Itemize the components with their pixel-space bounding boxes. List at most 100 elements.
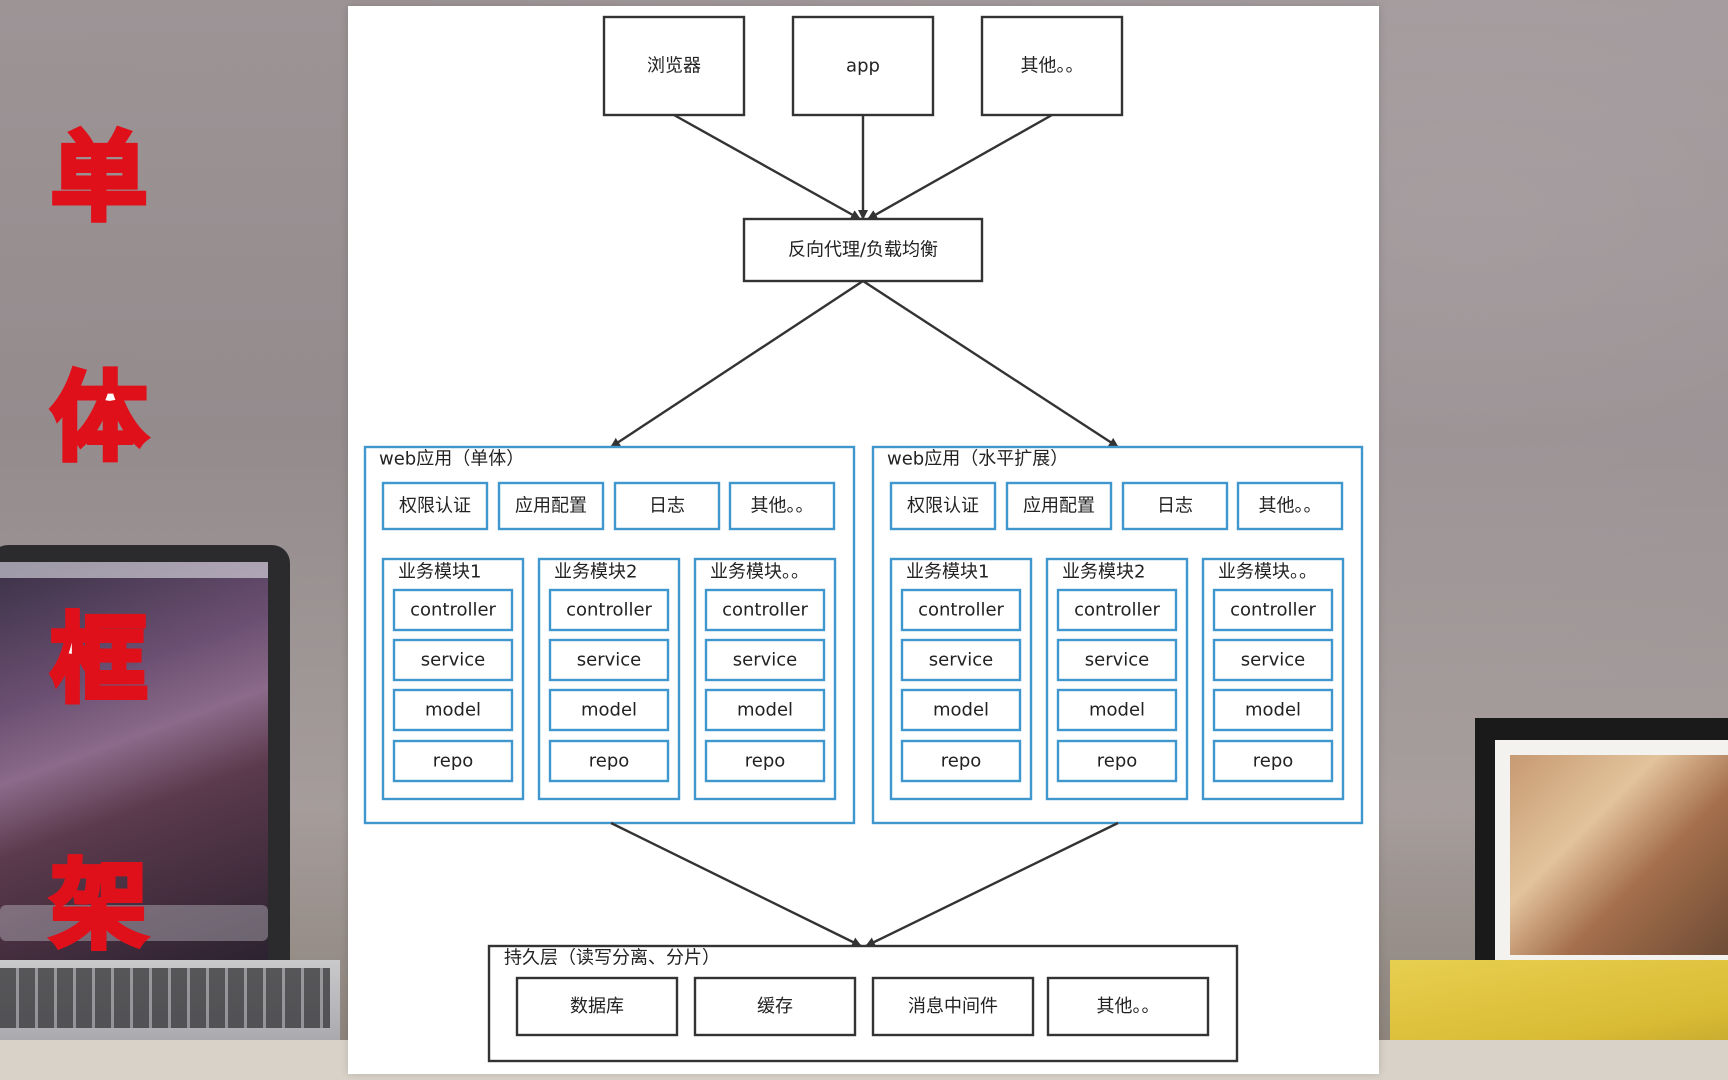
title-char-2: 体 — [49, 361, 150, 474]
web-app-2-module-2-controller — [1056, 588, 1178, 632]
client-box-2 — [791, 15, 935, 117]
web-app-1-module-3 — [693, 557, 837, 801]
arrow-proxy-to-web-scaled — [862, 279, 1119, 449]
web-app-2-module-1-controller-label: controller — [918, 600, 1004, 621]
web-app-1-common-4 — [728, 481, 836, 531]
web-app-title-2: web应用（水平扩展） — [887, 449, 1068, 470]
persistence-item-1-label: 数据库 — [570, 996, 624, 1017]
web-app-2-module-1-service — [900, 638, 1022, 682]
web-app-2-common-4-label: 其他。。 — [1259, 496, 1322, 517]
arrow-web-monolith-to-persistence — [610, 821, 862, 948]
web-app-2-module-3-title: 业务模块。。 — [1218, 562, 1317, 583]
proxy-box-label: 反向代理/负载均衡 — [788, 240, 938, 261]
web-app-2-module-1-title: 业务模块1 — [906, 562, 989, 583]
web-app-1-common-2-label: 应用配置 — [515, 496, 587, 517]
web-app-2-common-1-label: 权限认证 — [907, 496, 979, 517]
web-app-2-common-2 — [1005, 481, 1113, 531]
web-app-1-module-2-controller-label: controller — [566, 600, 652, 621]
laptop-screen — [0, 562, 268, 962]
web-app-1-module-3-service-label: service — [733, 650, 797, 671]
web-app-1-module-3-model — [704, 688, 826, 732]
client-box-1 — [602, 15, 746, 117]
web-app-2-module-1-service-label: service — [929, 650, 993, 671]
persistence-title: 持久层（读写分离、分片） — [504, 948, 720, 969]
web-app-1-module-1-controller — [392, 588, 514, 632]
web-app-2-module-1-controller — [900, 588, 1022, 632]
web-app-2-module-3-controller — [1212, 588, 1334, 632]
web-app-2-module-3 — [1201, 557, 1345, 801]
web-app-1-module-2-repo — [548, 739, 670, 783]
arrow-web-scaled-to-persistence — [865, 821, 1119, 948]
web-app-2-common-2-label: 应用配置 — [1023, 496, 1095, 517]
web-app-1-module-1 — [381, 557, 525, 801]
client-box-1-label: 浏览器 — [647, 56, 701, 77]
title-char-4: 架 — [49, 849, 150, 962]
title-char-3: 框 — [49, 603, 150, 716]
web-app-1-common-4-label: 其他。。 — [751, 496, 814, 517]
persistence-item-2 — [693, 976, 857, 1037]
web-app-1-module-1-repo-label: repo — [433, 751, 474, 772]
web-app-1-module-3-repo — [704, 739, 826, 783]
persistence-item-4 — [1046, 976, 1210, 1037]
client-box-3 — [980, 15, 1124, 117]
web-app-2-module-2-controller-label: controller — [1074, 600, 1160, 621]
web-app-2-module-1-repo-label: repo — [941, 751, 982, 772]
web-app-2-module-2 — [1045, 557, 1189, 801]
web-app-2-module-2-service-label: service — [1085, 650, 1149, 671]
web-app-1-module-2-title: 业务模块2 — [554, 562, 637, 583]
persistence-container — [487, 944, 1239, 1063]
web-app-2-module-3-service — [1212, 638, 1334, 682]
web-app-2-module-2-service — [1056, 638, 1178, 682]
web-app-1-module-1-model — [392, 688, 514, 732]
web-app-1-module-3-controller — [704, 588, 826, 632]
web-app-1-module-3-title: 业务模块。。 — [710, 562, 809, 583]
web-app-1-module-1-repo — [392, 739, 514, 783]
web-app-1-module-3-controller-label: controller — [722, 600, 808, 621]
client-box-3-label: 其他。。 — [1021, 56, 1084, 77]
web-app-1-module-3-service — [704, 638, 826, 682]
proxy-box — [742, 217, 984, 283]
web-app-1-module-2 — [537, 557, 681, 801]
web-app-2-module-3-model — [1212, 688, 1334, 732]
web-app-container-1 — [363, 445, 856, 825]
web-app-1-module-2-controller — [548, 588, 670, 632]
web-app-1-module-2-model-label: model — [581, 700, 637, 721]
web-app-1-common-3 — [613, 481, 721, 531]
web-app-title-1: web应用（单体） — [379, 449, 524, 470]
web-app-1-common-3-label: 日志 — [649, 496, 685, 517]
web-app-2-module-2-repo-label: repo — [1097, 751, 1138, 772]
web-app-2-module-2-model — [1056, 688, 1178, 732]
client-box-2-label: app — [846, 56, 880, 77]
web-app-2-module-2-repo — [1056, 739, 1178, 783]
web-app-1-module-2-model — [548, 688, 670, 732]
arrow-other-to-proxy — [867, 113, 1053, 221]
web-app-2-module-1-model-label: model — [933, 700, 989, 721]
persistence-item-3-label: 消息中间件 — [908, 996, 998, 1017]
web-app-2-module-2-model-label: model — [1089, 700, 1145, 721]
web-app-1-module-3-model-label: model — [737, 700, 793, 721]
web-app-2-module-1-repo — [900, 739, 1022, 783]
laptop-menubar — [0, 562, 268, 578]
persistence-item-2-label: 缓存 — [757, 996, 793, 1017]
web-app-1-module-1-model-label: model — [425, 700, 481, 721]
web-app-1-module-2-service — [548, 638, 670, 682]
web-app-1-module-3-repo-label: repo — [745, 751, 786, 772]
web-app-1-module-1-service — [392, 638, 514, 682]
web-app-2-module-3-service-label: service — [1241, 650, 1305, 671]
title-char-1: 单 — [49, 121, 150, 234]
web-app-1-common-2 — [497, 481, 605, 531]
web-app-2-module-2-title: 业务模块2 — [1062, 562, 1145, 583]
persistence-item-3 — [871, 976, 1035, 1037]
family-photo — [1510, 755, 1728, 955]
web-app-2-module-3-repo — [1212, 739, 1334, 783]
web-app-1-module-1-title: 业务模块1 — [398, 562, 481, 583]
web-app-2-module-3-repo-label: repo — [1253, 751, 1294, 772]
web-app-2-module-1 — [889, 557, 1033, 801]
web-app-2-common-3 — [1121, 481, 1229, 531]
web-app-1-module-2-repo-label: repo — [589, 751, 630, 772]
arrow-proxy-to-web-monolith — [610, 279, 864, 449]
persistence-item-1 — [515, 976, 679, 1037]
web-app-2-common-1 — [889, 481, 997, 531]
web-app-1-module-1-service-label: service — [421, 650, 485, 671]
